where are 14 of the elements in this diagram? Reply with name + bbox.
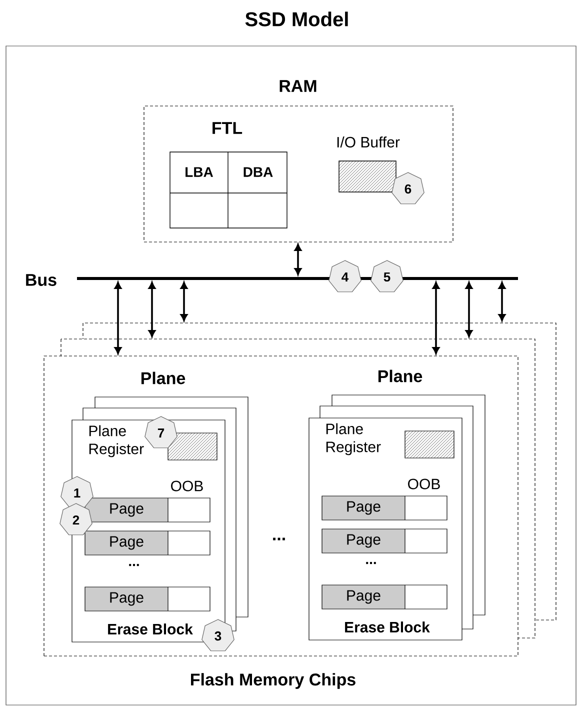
- bus-arrow: [498, 282, 506, 322]
- bus-arrow: [180, 282, 188, 322]
- bus-label: Bus: [26, 274, 56, 286]
- bus-arrow: [432, 282, 440, 354]
- heading: FTL: [212, 122, 242, 134]
- bus-arrow: [148, 282, 156, 338]
- title: SSD Model: [245, 12, 348, 26]
- buffer-label: I/O Buffer: [337, 136, 400, 148]
- bus-arrow: [114, 282, 122, 354]
- heading: RAM: [280, 80, 316, 92]
- mapping-table: LBA DBA: [170, 152, 288, 228]
- bus-arrow: [465, 282, 473, 338]
- chip-label: Flash Memory Chips: [191, 673, 356, 689]
- bus-arrow: [294, 244, 302, 276]
